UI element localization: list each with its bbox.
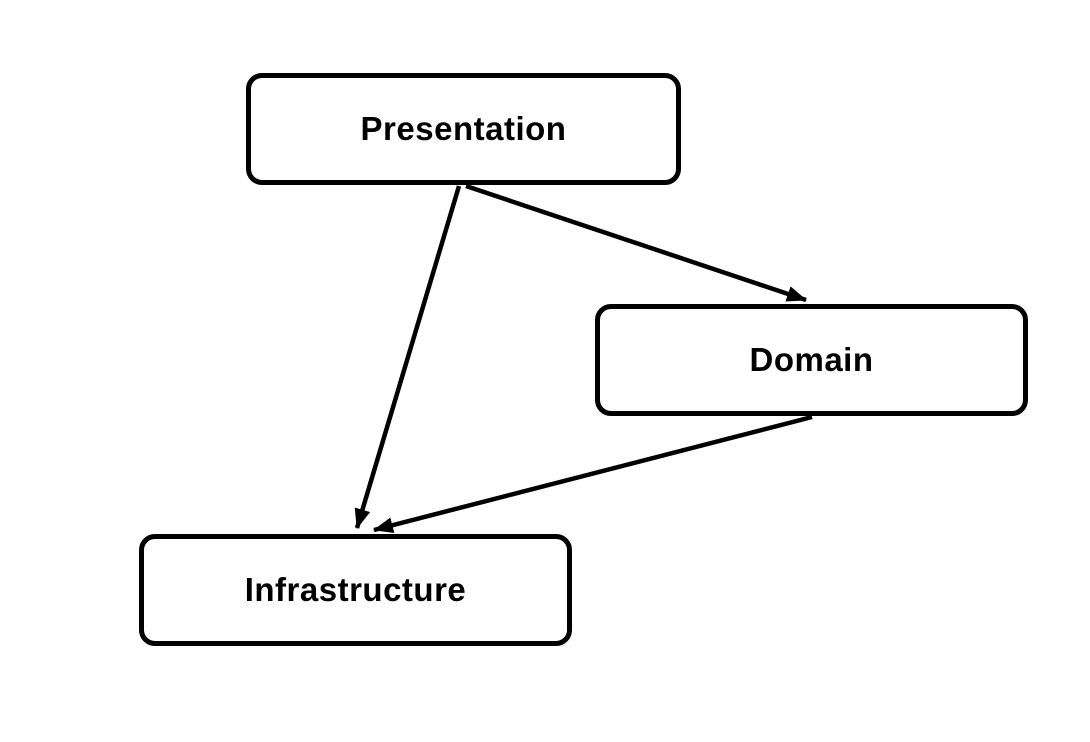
edge-presentation-to-infrastructure [354,185,462,529]
node-domain-label: Domain [749,341,874,378]
node-presentation: Presentation [246,73,681,185]
node-infrastructure-label: Infrastructure [244,571,467,608]
node-infrastructure: Infrastructure [139,534,572,646]
node-domain: Domain [595,304,1028,416]
node-presentation-label: Presentation [360,110,567,147]
edge-domain-to-infrastructure [373,414,813,533]
edge-presentation-to-domain [465,183,807,303]
